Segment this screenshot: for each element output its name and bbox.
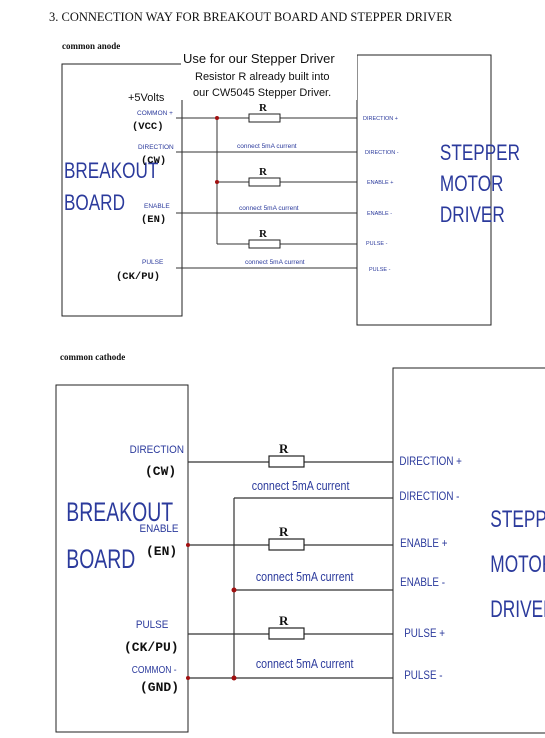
cathode-current-label-1: connect 5mA current: [252, 478, 350, 493]
cathode-pin-enable-name: ENABLE: [140, 524, 179, 536]
cathode-right-pin-enable-minus: ENABLE -: [400, 576, 445, 589]
cathode-current-label-2: connect 5mA current: [256, 569, 354, 584]
cathode-pin-common-code: (GND): [140, 680, 179, 695]
anode-breakout-board-box: [61, 63, 183, 317]
anode-driver-label-3: DRIVER: [440, 203, 505, 228]
anode-junction-middle: [215, 180, 219, 184]
cathode-pin-common-name: COMMON -: [132, 664, 177, 675]
cathode-resistor-2: [268, 538, 305, 551]
cathode-driver-box: [392, 367, 545, 734]
cathode-breakout-label-1: BREAKOUT: [66, 497, 173, 527]
anode-current-label-1: connect 5mA current: [237, 143, 297, 150]
cathode-junction-left: [186, 676, 190, 680]
anode-right-pin-direction-minus: DIRECTION -: [365, 150, 399, 156]
anode-resistor-3: [248, 239, 281, 249]
anode-right-pin-pulse-a: PULSE -: [366, 241, 388, 247]
anode-pin-enable-name: ENABLE: [144, 203, 170, 210]
anode-current-label-3: connect 5mA current: [245, 259, 305, 266]
anode-note-line-1: Resistor R already built into: [195, 71, 330, 83]
anode-driver-label-2: MOTOR: [440, 172, 504, 197]
cathode-driver-label-2: MOTOR: [490, 551, 545, 577]
cathode-pin-direction-code: (CW): [145, 464, 176, 479]
anode-resistor-2: [248, 177, 281, 187]
cathode-right-pin-enable-plus: ENABLE +: [400, 537, 447, 550]
cathode-current-label-3: connect 5mA current: [256, 656, 354, 671]
cathode-resistor-1: [268, 455, 305, 468]
cathode-pin-enable-code: (EN): [146, 544, 177, 559]
anode-breakout-label-2: BOARD: [64, 191, 125, 216]
anode-right-pin-direction-plus: DIRECTION +: [363, 116, 398, 122]
anode-pin-pulse-code: (CK/PU): [116, 271, 160, 283]
cathode-junction-common: [231, 675, 237, 681]
anode-resistor-2-label: R: [259, 166, 268, 178]
anode-breakout-label-1: BREAKOUT: [64, 159, 158, 184]
cathode-right-pin-pulse-plus: PULSE +: [404, 627, 445, 640]
cathode-resistor-2-label: R: [279, 524, 289, 539]
anode-right-pin-enable-plus: ENABLE +: [367, 180, 393, 186]
anode-heading: common anode: [62, 41, 120, 51]
cathode-breakout-label-2: BOARD: [66, 544, 135, 574]
anode-supply-label: +5Volts: [128, 92, 165, 104]
anode-pin-direction-code: (CW): [141, 155, 166, 167]
cathode-junction-enable-left: [186, 543, 190, 547]
anode-pin-enable-code: (EN): [141, 214, 166, 226]
anode-pin-direction-name: DIRECTION: [138, 144, 174, 151]
anode-note-title: Use for our Stepper Driver: [183, 51, 335, 66]
anode-driver-label-1: STEPPER: [440, 141, 520, 166]
anode-driver-box: [356, 54, 492, 326]
anode-resistor-1: [248, 113, 281, 123]
cathode-pin-direction-name: DIRECTION: [130, 445, 184, 457]
anode-right-pin-enable-minus: ENABLE -: [367, 211, 392, 217]
cathode-heading: common cathode: [60, 352, 125, 362]
cathode-resistor-3: [268, 627, 305, 640]
cathode-breakout-board-box: [55, 384, 189, 733]
cathode-right-pin-direction-minus: DIRECTION -: [399, 490, 459, 503]
anode-pin-common-code: (VCC): [132, 121, 164, 133]
cathode-resistor-1-label: R: [279, 441, 289, 456]
anode-pin-common-name: COMMON +: [137, 110, 173, 117]
anode-resistor-1-label: R: [259, 102, 268, 114]
cathode-right-pin-pulse-minus: PULSE -: [404, 669, 443, 682]
cathode-resistor-3-label: R: [279, 613, 289, 628]
page-title: 3. CONNECTION WAY FOR BREAKOUT BOARD AND…: [49, 10, 453, 24]
cathode-pin-pulse-name: PULSE: [136, 620, 168, 632]
anode-right-pin-pulse-b: PULSE -: [369, 267, 391, 273]
anode-pin-pulse-name: PULSE: [142, 259, 164, 266]
anode-current-label-2: connect 5mA current: [239, 205, 299, 212]
cathode-driver-label-1: STEPPER: [490, 506, 545, 532]
anode-junction-top: [215, 116, 219, 120]
cathode-driver-label-3: DRIVER: [490, 596, 545, 622]
anode-note-line-2: our CW5045 Stepper Driver.: [193, 87, 331, 99]
cathode-right-pin-direction-plus: DIRECTION +: [399, 455, 462, 468]
anode-note-background: [181, 46, 357, 100]
anode-resistor-3-label: R: [259, 228, 268, 240]
cathode-pin-pulse-code: (CK/PU): [124, 640, 179, 655]
cathode-junction-enable: [231, 587, 237, 593]
